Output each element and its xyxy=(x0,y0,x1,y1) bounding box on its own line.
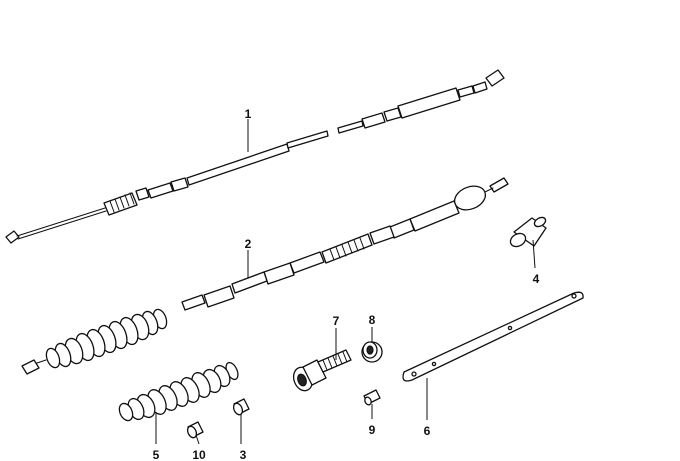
label-2: 2 xyxy=(245,237,252,251)
adjuster-7 xyxy=(292,349,352,392)
cap-4 xyxy=(509,216,547,248)
label-7: 7 xyxy=(333,314,340,328)
label-10: 10 xyxy=(192,448,206,461)
leader-lines xyxy=(155,119,536,445)
strap-6 xyxy=(402,291,584,382)
label-4: 4 xyxy=(533,272,540,286)
label-1: 1 xyxy=(245,107,252,121)
sleeve-10 xyxy=(186,421,204,439)
label-8: 8 xyxy=(369,313,376,327)
nut-8 xyxy=(361,341,383,363)
label-5: 5 xyxy=(153,448,160,461)
cable-2 xyxy=(21,177,509,375)
label-3: 3 xyxy=(240,448,247,461)
boot-5 xyxy=(118,361,239,422)
pin-9 xyxy=(363,389,381,406)
sleeve-3 xyxy=(232,398,250,416)
label-6: 6 xyxy=(424,424,431,438)
label-9: 9 xyxy=(369,423,376,437)
cable-1 xyxy=(5,69,505,244)
